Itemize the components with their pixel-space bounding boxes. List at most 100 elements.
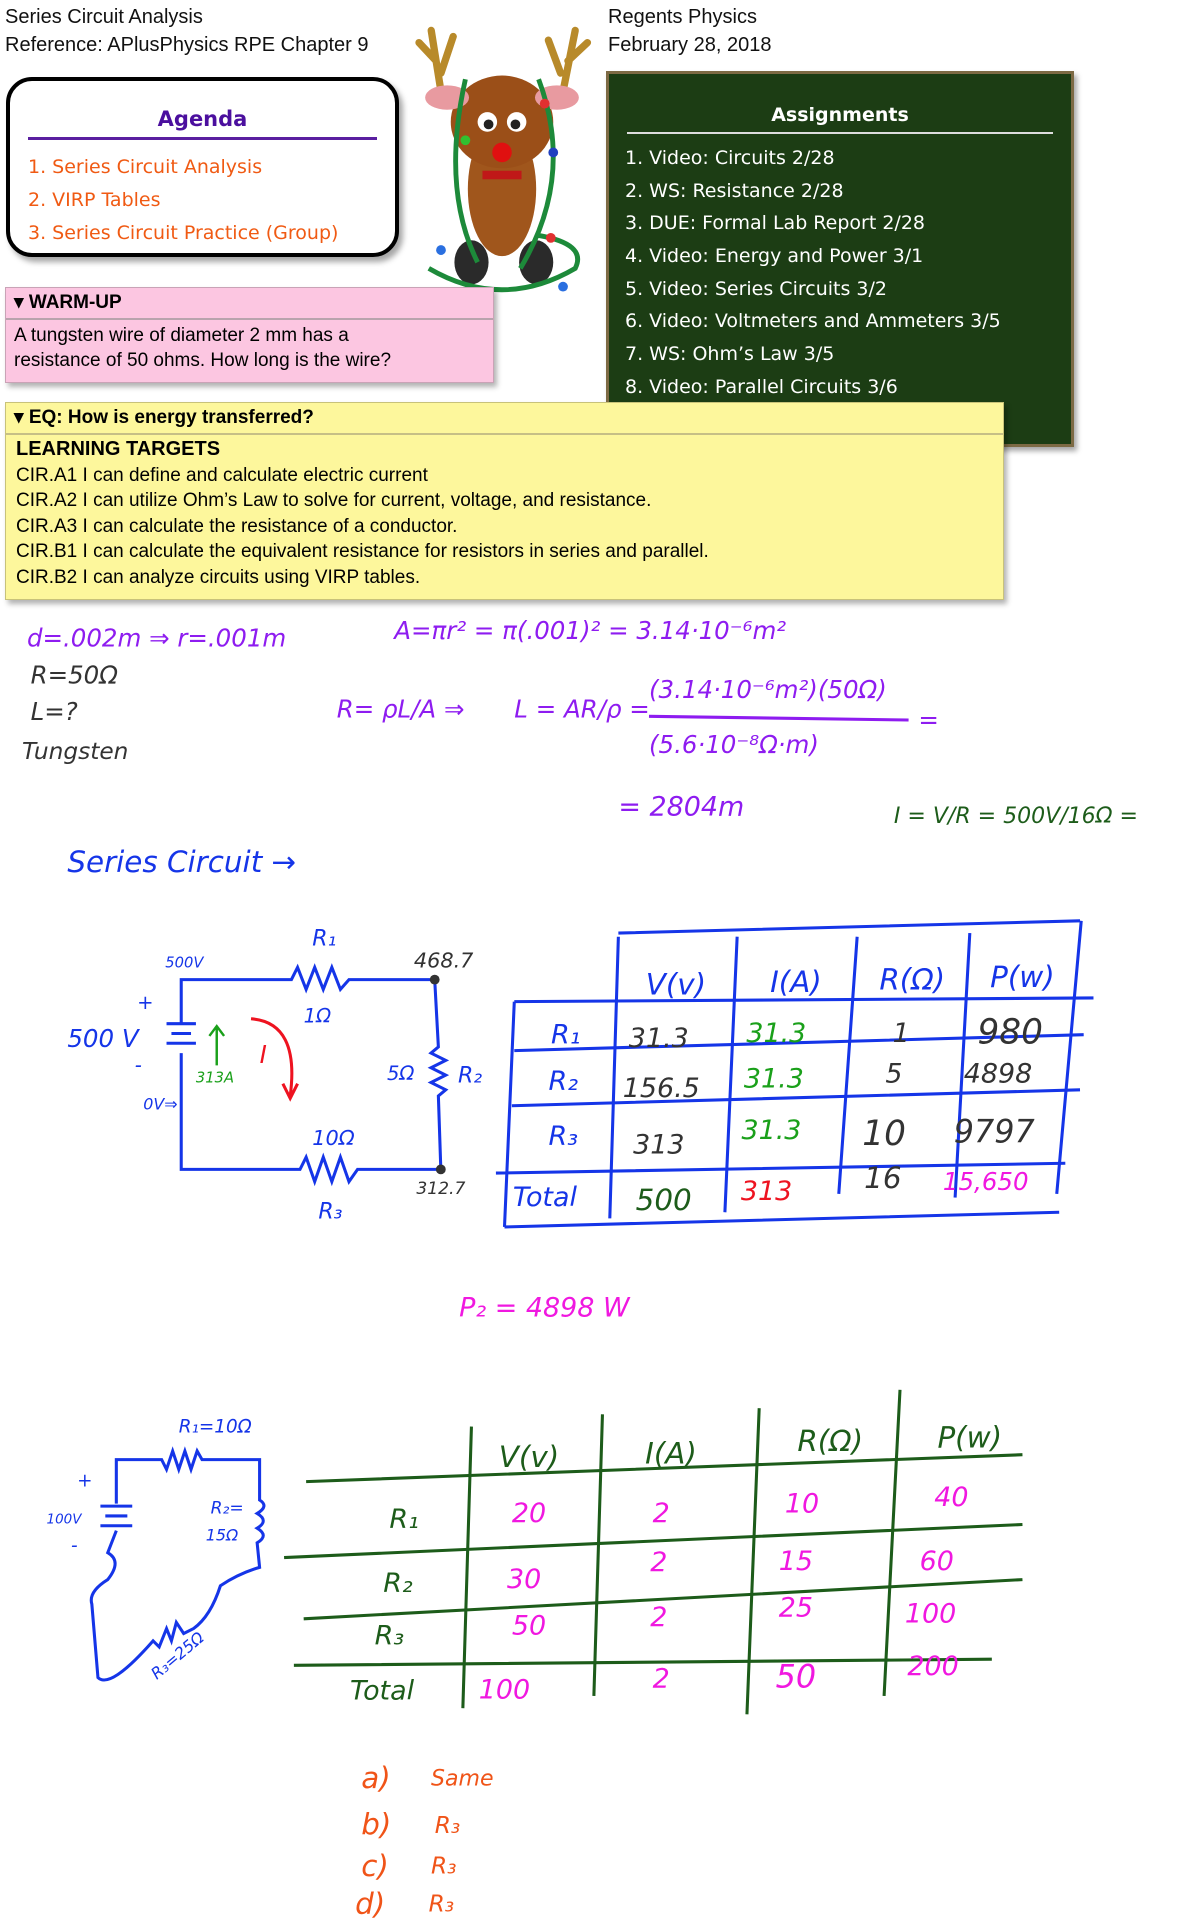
- learning-target: CIR.B2 I can analyze circuits using VIRP…: [16, 566, 421, 588]
- table-cell: 31.3: [741, 1115, 801, 1146]
- page-title: Series Circuit Analysis: [5, 6, 203, 28]
- agenda-box: Agenda 1. Series Circuit Analysis 2. VIR…: [6, 77, 399, 257]
- r1-label: R₁: [312, 926, 336, 951]
- top-voltage: 500V: [165, 954, 204, 971]
- current-arrow-icon: [208, 1024, 226, 1066]
- assignment-item: 2. WS: Resistance 2/28: [625, 179, 844, 202]
- assignment-item: 1. Video: Circuits 2/28: [625, 147, 835, 169]
- r2-label: R₂: [458, 1063, 482, 1088]
- learning-target: CIR.A3 I can calculate the resistance of…: [16, 515, 458, 537]
- length-numerator: (3.14·10⁻⁶m²)(50Ω): [649, 675, 887, 704]
- equals-sign: =: [918, 706, 939, 735]
- table-cell: 31.3: [744, 1063, 804, 1094]
- length-equation: L = AR/ρ =: [514, 695, 650, 724]
- assignment-item: 6. Video: Voltmeters and Ammeters 3/5: [625, 310, 1001, 333]
- learning-targets-heading: LEARNING TARGETS: [16, 438, 221, 460]
- table-cell: 16: [864, 1161, 901, 1195]
- date: February 28, 2018: [608, 34, 772, 56]
- assignments-title: Assignments: [771, 104, 909, 126]
- virp-table-1-header: V(v) I(A) R(Ω) P(w): [646, 960, 1055, 1001]
- assignment-item: 8. Video: Parallel Circuits 3/6: [625, 375, 898, 398]
- c2-r3-label: R₃=25Ω: [147, 1628, 208, 1683]
- length-result: = 2804m: [618, 792, 744, 823]
- virp-table-1-grid: [495, 919, 1094, 1229]
- minus-sign: -: [135, 1053, 142, 1076]
- table-cell: 2: [653, 1663, 670, 1694]
- given-material: Tungsten: [22, 738, 128, 765]
- table-cell: 100: [905, 1598, 956, 1629]
- column-header: P(w): [937, 1420, 1002, 1454]
- answer-text: Same: [431, 1766, 494, 1791]
- c2-r2-label: R₂=: [211, 1498, 244, 1518]
- virp-table-2-header: V(v) I(A) R(Ω) P(w): [499, 1420, 1002, 1474]
- current-label: I: [260, 1040, 267, 1069]
- answers-list: a) Same b) R₃ c) R₃ d) R₃: [355, 1761, 493, 1921]
- answer-text: R₃: [429, 1890, 454, 1917]
- table-cell: 25: [779, 1592, 813, 1623]
- row-label: R₃: [375, 1621, 405, 1652]
- eq-toggle[interactable]: ▾ EQ: How is energy transferred?: [6, 403, 1003, 435]
- table-cell: 2: [650, 1602, 667, 1633]
- learning-target: CIR.A2 I can utilize Ohm’s Law to solve …: [16, 490, 652, 511]
- table-cell: 2: [650, 1547, 667, 1578]
- row-label: R₁: [551, 1019, 581, 1050]
- answer-letter: c): [361, 1849, 389, 1883]
- table-cell: 980: [978, 1012, 1043, 1052]
- table-cell: 50: [776, 1657, 817, 1695]
- row-label: R₁: [389, 1504, 419, 1535]
- row-label: Total: [513, 1182, 578, 1213]
- table-cell: 15: [779, 1546, 813, 1577]
- c2-plus-sign: +: [77, 1471, 92, 1492]
- assignment-item: 7. WS: Ohm’s Law 3/5: [625, 343, 835, 366]
- circuit2-wires: [89, 1446, 266, 1682]
- p2-result: P₂ = 4898 W: [459, 1292, 631, 1323]
- assignment-item: 4. Video: Energy and Power 3/1: [625, 245, 924, 268]
- answer-letter: b): [361, 1807, 391, 1841]
- row-label: Total: [350, 1676, 415, 1707]
- bottom-voltage: 312.7: [416, 1179, 465, 1199]
- fraction-bar: [648, 714, 909, 722]
- row-label: R₃: [549, 1121, 578, 1152]
- warmup-text: resistance of 50 ohms. How long is the w…: [14, 350, 392, 371]
- r2-value: 5Ω: [387, 1062, 414, 1085]
- given-resistance: R=50Ω: [31, 660, 119, 689]
- source-voltage: 500 V: [67, 1024, 140, 1053]
- node-dot: [429, 974, 440, 985]
- c2-r1-label: R₁=10Ω: [179, 1417, 252, 1438]
- warmup-text: A tungsten wire of diameter 2 mm has a: [14, 325, 349, 346]
- column-header: V(v): [499, 1440, 559, 1474]
- virp-table-1-rows: R₁ 31.3 31.3 1 980 R₂ 156.5 31.3 5 4898 …: [513, 1012, 1043, 1217]
- column-header: P(w): [990, 960, 1055, 994]
- assignment-item: 5. Video: Series Circuits 3/2: [625, 277, 887, 300]
- answer-letter: d): [355, 1887, 385, 1921]
- table-cell: 60: [920, 1546, 954, 1577]
- current-value: 313A: [196, 1069, 234, 1086]
- column-header: R(Ω): [797, 1424, 863, 1458]
- given-diameter: d=.002m ⇒ r=.001m: [27, 624, 286, 653]
- c2-minus-sign: -: [71, 1535, 78, 1556]
- row-label: R₂: [383, 1568, 413, 1599]
- r3-label: R₃: [318, 1199, 342, 1224]
- reindeer-image: [415, 26, 592, 293]
- table-cell: 156.5: [623, 1073, 700, 1104]
- table-cell: 31.3: [746, 1018, 806, 1049]
- reference: Reference: APlusPhysics RPE Chapter 9: [5, 34, 369, 56]
- table-cell: 15,650: [943, 1167, 1029, 1196]
- column-header: I(A): [770, 965, 822, 999]
- c2-source-voltage: 100V: [47, 1512, 83, 1527]
- table-cell: 20: [512, 1498, 546, 1529]
- resistance-equation: R= ρL/A ⇒: [337, 695, 465, 724]
- warmup-toggle[interactable]: ▾ WARM-UP: [6, 288, 493, 320]
- assignments-board: Assignments 1. Video: Circuits 2/28 2. W…: [606, 71, 1074, 447]
- assignment-item: 3. DUE: Formal Lab Report 2/28: [625, 212, 925, 235]
- divider: [627, 132, 1053, 134]
- table-cell: 30: [507, 1564, 541, 1595]
- table-cell: 31.3: [629, 1023, 689, 1054]
- table-cell: 10: [785, 1488, 819, 1519]
- table-cell: 5: [885, 1058, 902, 1089]
- plus-sign: +: [137, 991, 153, 1014]
- r3-value: 10Ω: [312, 1126, 354, 1150]
- virp-table-2-rows: R₁ 20 2 10 40 R₂ 30 2 15 60 R₃ 50 2 25 1…: [350, 1482, 969, 1706]
- current-direction-arrow-icon: [250, 1017, 299, 1102]
